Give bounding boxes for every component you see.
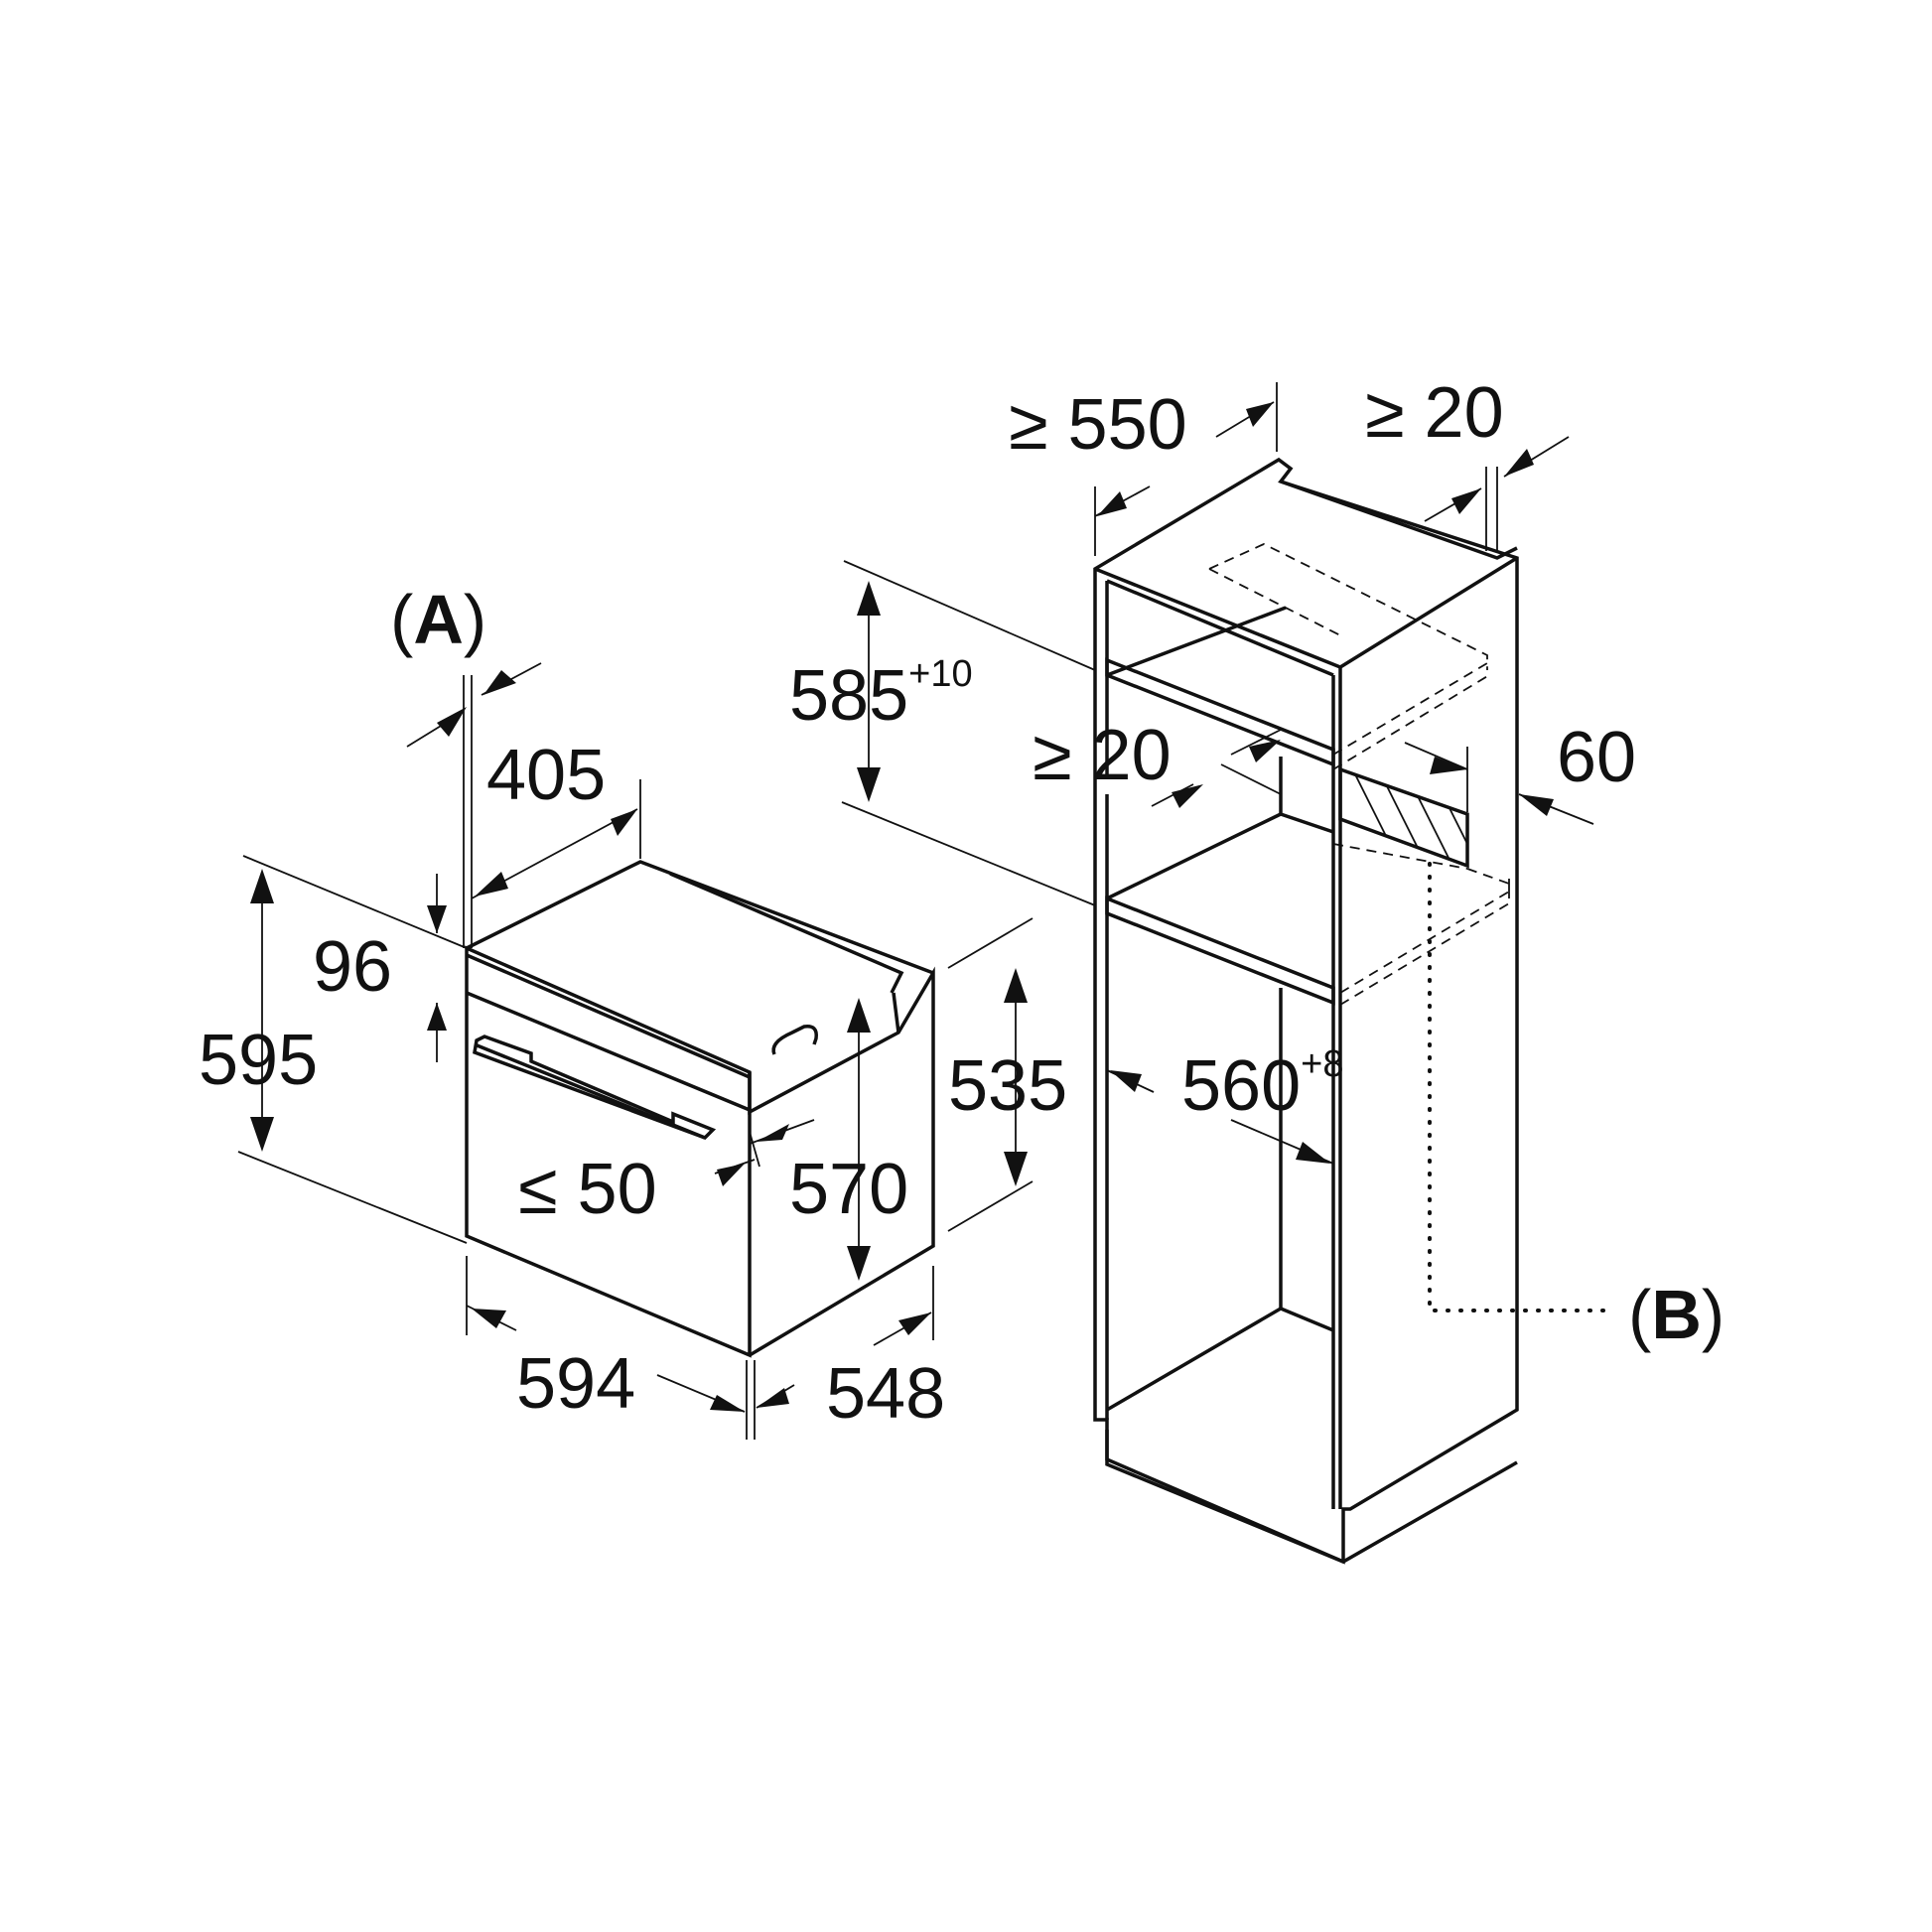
- dim-570: 570: [789, 1150, 908, 1229]
- ventilation-slot: [1338, 766, 1469, 869]
- cabinet-drawing: [1093, 457, 1519, 1565]
- dim-405: 405: [486, 736, 606, 815]
- dim-595: 595: [199, 1021, 318, 1100]
- cabinet-outer: [1093, 457, 1519, 1565]
- dim-560: 560+8: [1181, 1043, 1343, 1126]
- callout-b: (B): [1628, 1276, 1725, 1353]
- hidden-lines-top: [1208, 543, 1488, 670]
- callout-a: (A): [390, 581, 486, 658]
- dim-50: ≤ 50: [518, 1150, 657, 1229]
- dim-60: 60: [1557, 718, 1636, 797]
- dim-548: 548: [826, 1354, 945, 1434]
- oven-labels: (A) 405 96 595 535 570 ≤ 50 594 548: [199, 581, 1067, 1434]
- oven-arrows: [250, 670, 1028, 1412]
- dim-96: 96: [313, 927, 392, 1007]
- cabinet-arrows: [857, 402, 1554, 1164]
- cabinet-labels: ≥ 550 ≥ 20 585+10 ≥ 20 60 560+8 (B): [789, 373, 1725, 1353]
- cabinet-lower-shelf: [1105, 896, 1335, 1006]
- oven-control-panel: [466, 953, 751, 1079]
- dim-20-mid: ≥ 20: [1033, 716, 1172, 795]
- oven-door-handle: [473, 1035, 717, 1141]
- cabinet-plinth: [1105, 1430, 1518, 1564]
- dim-585: 585+10: [789, 653, 973, 736]
- dim-594: 594: [516, 1344, 635, 1424]
- dim-550: ≥ 550: [1009, 385, 1187, 465]
- dim-20-top: ≥ 20: [1365, 373, 1504, 453]
- oven-right-side: [748, 966, 935, 1357]
- cabinet-dimension-lines: [841, 382, 1605, 1312]
- oven-side-handle: [771, 1025, 818, 1055]
- dim-535: 535: [948, 1046, 1067, 1126]
- oven-top: [466, 860, 934, 975]
- cabinet-top-shelf: [1105, 657, 1335, 767]
- oven-drawing: [465, 860, 935, 1358]
